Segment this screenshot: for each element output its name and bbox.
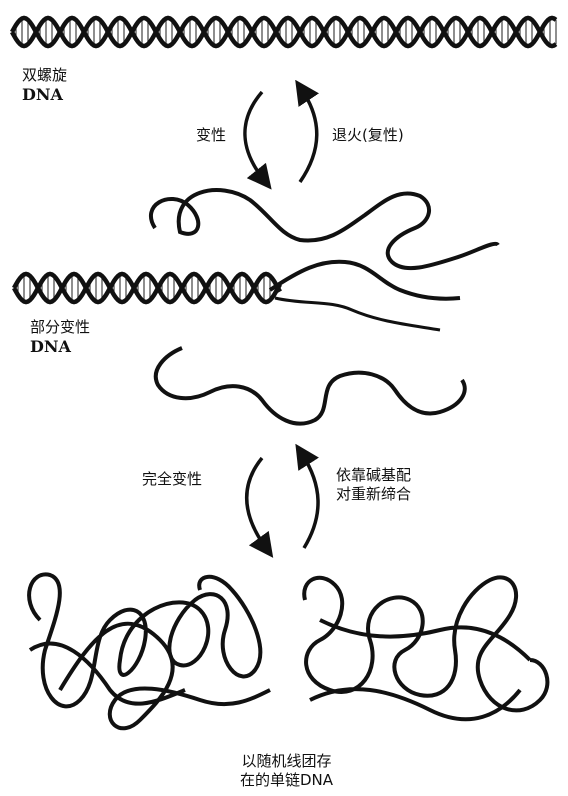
- partial-helix: [14, 274, 280, 302]
- denature-label: 变性: [196, 126, 226, 145]
- complete-denature-arrow: [247, 458, 266, 548]
- reassociate-label: 依靠碱基配 对重新缔合: [336, 466, 411, 504]
- reassociate-label-line1: 依靠碱基配: [336, 466, 411, 485]
- anneal-label: 退火(复性): [332, 126, 404, 145]
- double-helix-label: 双螺旋 DNA: [22, 66, 67, 104]
- random-coil-label: 以随机线团存 在的单链DNA: [240, 752, 333, 790]
- partial-upper-strand: [151, 190, 498, 268]
- partial-split-upper: [270, 262, 460, 299]
- random-coil-label-line1: 以随机线团存: [240, 752, 333, 771]
- reassociate-label-line2: 对重新缔合: [336, 485, 411, 504]
- partial-label: 部分变性 DNA: [30, 318, 90, 356]
- double-helix-label-line1: 双螺旋: [22, 66, 67, 85]
- random-coil-right: [304, 577, 547, 719]
- random-coil-left: [29, 574, 270, 728]
- double-helix-top: [12, 18, 556, 46]
- partial-label-line2: DNA: [30, 337, 90, 356]
- denature-arrow: [245, 92, 264, 180]
- partial-label-line1: 部分变性: [30, 318, 90, 337]
- double-helix-label-line2: DNA: [22, 85, 67, 104]
- partial-lower-strand: [156, 348, 465, 424]
- random-coil-label-line2-text: 在的单链DNA: [240, 771, 333, 789]
- reassociate-arrow: [302, 454, 318, 548]
- complete-denature-label: 完全变性: [142, 470, 202, 489]
- partial-split-lower: [275, 298, 440, 330]
- anneal-arrow: [300, 90, 317, 182]
- random-coil-label-line2: 在的单链DNA: [240, 771, 333, 790]
